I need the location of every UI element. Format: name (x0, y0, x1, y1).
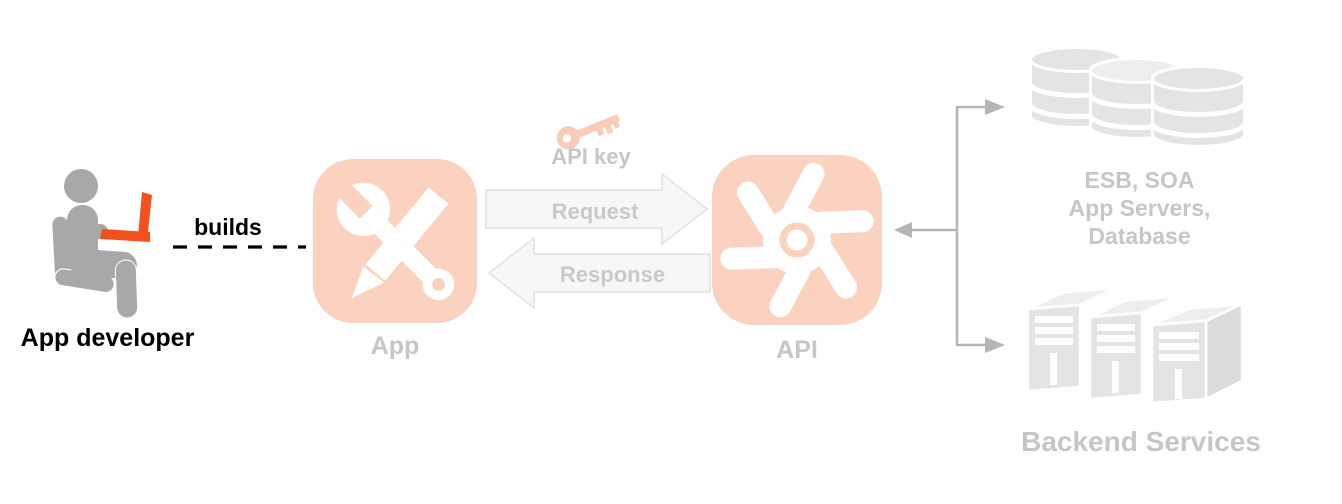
api-key-label: API key (551, 144, 631, 169)
person-icon (64, 169, 139, 319)
api-backend-connector (894, 99, 1005, 353)
laptop-icon (100, 192, 152, 242)
app-developer-label: App developer (20, 324, 195, 352)
api-key-icon (556, 114, 620, 150)
server-tower (1088, 294, 1179, 401)
app-developer-icon (52, 169, 152, 319)
builds-dashed-line (173, 245, 306, 249)
app-tile (313, 159, 477, 323)
arrowhead-to-servers (985, 337, 1005, 353)
database-stack-icon (1029, 46, 1247, 148)
request-label: Request (551, 199, 639, 224)
server-tower (1150, 302, 1244, 405)
esb-soa-label: ESB, SOA App Servers, Database (1032, 166, 1247, 250)
api-pinwheel-icon (720, 162, 874, 318)
arrowhead-to-api (894, 222, 912, 238)
esb-soa-line-3: Database (1088, 223, 1191, 249)
server-tower (1026, 286, 1117, 393)
pencil-icon (351, 187, 449, 299)
builds-label: builds (194, 214, 262, 240)
api-tile (712, 155, 882, 325)
api-label: API (776, 336, 818, 364)
wrench-icon (324, 170, 455, 301)
wrench-pencil-icon (324, 170, 455, 301)
response-arrow (487, 237, 711, 309)
esb-soa-line-2: App Servers, (1068, 195, 1211, 221)
esb-soa-line-1: ESB, SOA (1084, 167, 1195, 193)
server-stack-icon (1026, 286, 1244, 405)
request-arrow (485, 173, 709, 245)
app-label: App (370, 332, 420, 360)
backend-services-label: Backend Services (1021, 426, 1261, 457)
arrowhead-to-database (985, 99, 1005, 115)
response-label: Response (559, 262, 666, 287)
